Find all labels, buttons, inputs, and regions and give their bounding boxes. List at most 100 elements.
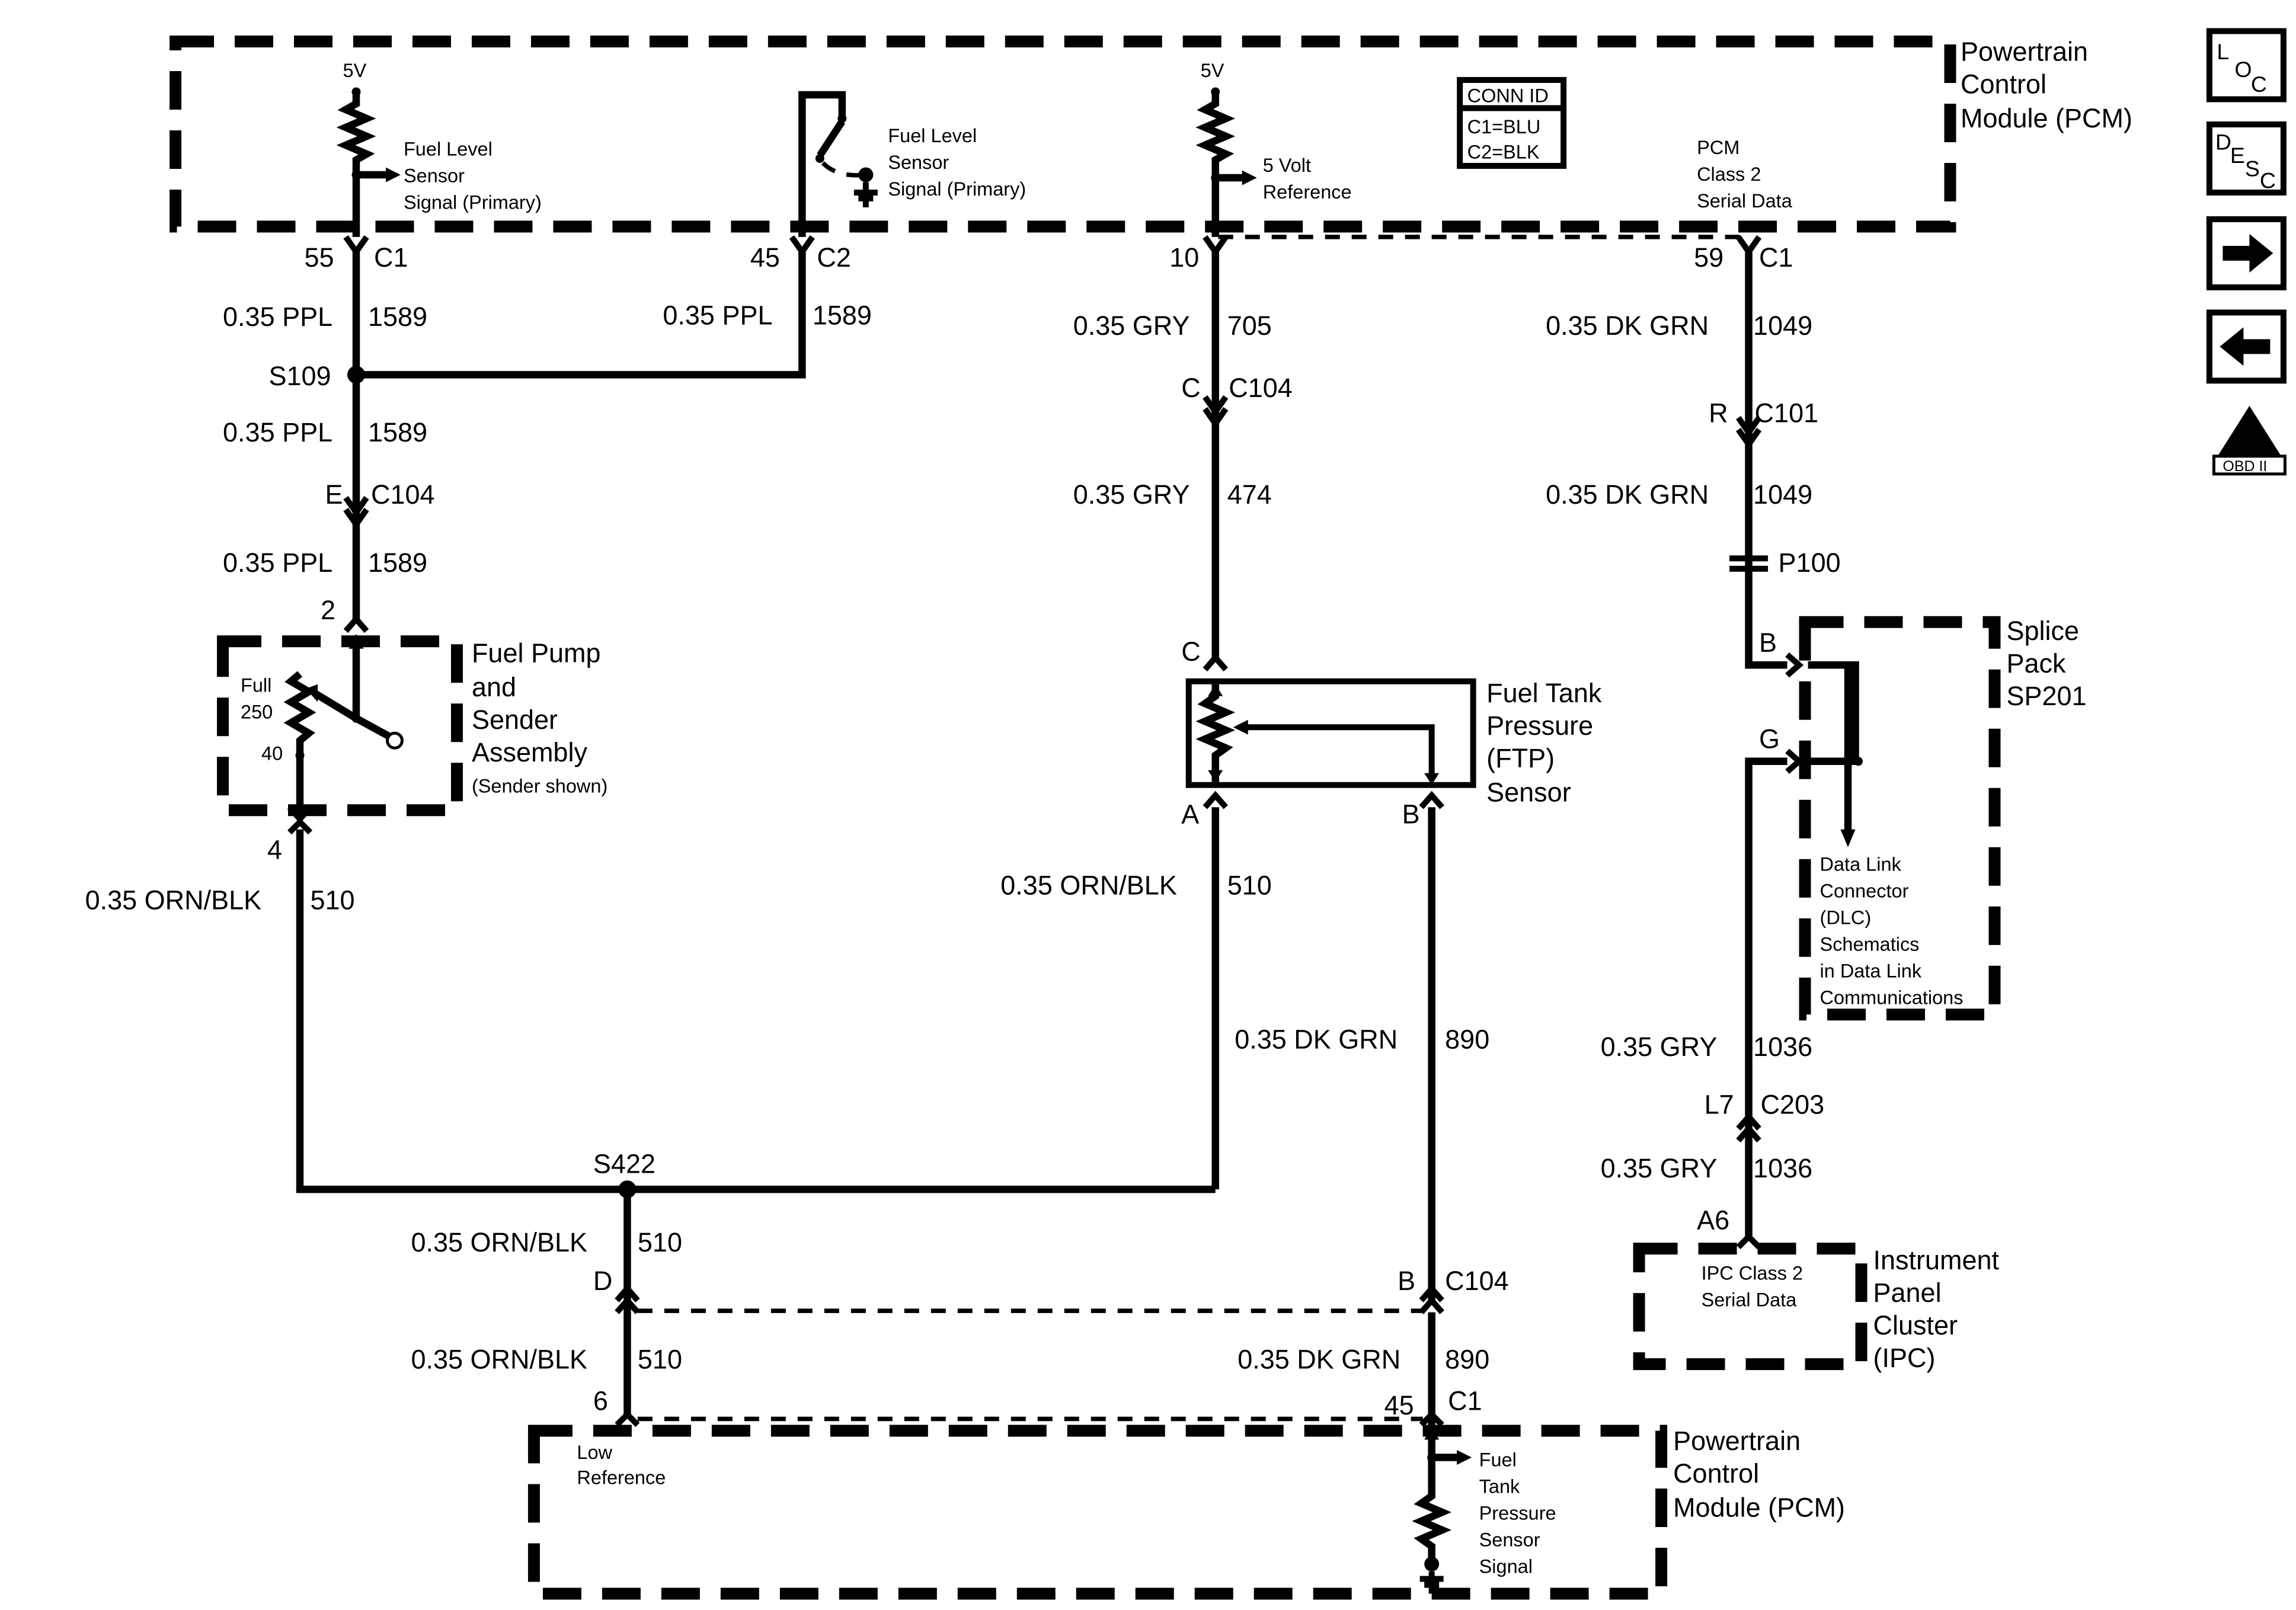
wire-segment xyxy=(1736,1112,1761,1142)
pcm-top-serial-2-label: Serial Data xyxy=(1697,190,1793,212)
previous-page-button[interactable] xyxy=(2206,309,2287,384)
wires-ppl2-label: 0.35 PPL xyxy=(663,300,772,330)
nav-desc-d-label: D xyxy=(2215,129,2231,154)
pcm-top-conn-id-title-label: CONN ID xyxy=(1467,85,1549,106)
obd-ii-icon[interactable]: II OBD II xyxy=(2212,405,2287,476)
pcm-top-fls1-1-label: Sensor xyxy=(404,165,465,186)
wires-ftpB-label: B xyxy=(1402,799,1420,830)
nav-loc-c-label: C xyxy=(2251,72,2267,97)
wires-A6-label: A6 xyxy=(1697,1205,1729,1235)
wire-segment xyxy=(1203,235,1229,257)
arrow-head xyxy=(1457,1450,1472,1465)
wires-pin6-label: 6 xyxy=(593,1386,608,1416)
connection-dot xyxy=(858,167,874,183)
pins-c2-label: C2 xyxy=(817,242,851,273)
components-splice-2-label: SP201 xyxy=(2006,681,2086,711)
components-dlc-4-label: in Data Link xyxy=(1820,961,1922,982)
wires-dkgrn3-label: 0.35 DK GRN xyxy=(1235,1025,1398,1055)
nav-loc-o-label: O xyxy=(2234,57,2252,82)
pcm-bottom-ftps-3-label: Sensor xyxy=(1479,1529,1540,1551)
wires-dkgrn1-label: 0.35 DK GRN xyxy=(1546,311,1709,341)
wires-gry2-label: 0.35 GRY xyxy=(1073,479,1190,510)
wire-segment xyxy=(354,715,391,740)
wire-segment xyxy=(1735,416,1762,450)
component-outline xyxy=(1457,76,1567,169)
wires-ppl1-label: 0.35 PPL xyxy=(223,302,332,332)
pins-c1a-label: C1 xyxy=(374,242,408,273)
wire-segment xyxy=(817,119,846,158)
wires-gry1-label: 0.35 GRY xyxy=(1073,311,1190,341)
wires-n510a-label: 510 xyxy=(311,885,355,916)
description-button[interactable]: D E S C xyxy=(2206,121,2287,196)
pins-p10-label: 10 xyxy=(1169,242,1199,273)
pins-p45-label: 45 xyxy=(750,242,780,273)
wires-s109-label: S109 xyxy=(269,361,331,391)
connection-dot xyxy=(385,731,404,750)
wires-n890a-label: 890 xyxy=(1445,1025,1489,1055)
components-fuel-pump-1-label: and xyxy=(472,672,516,702)
pcm-top-title-1-label: Control xyxy=(1961,69,2046,99)
wires-orn4-label: 0.35 ORN/BLK xyxy=(411,1345,587,1375)
wires-c203-label: C203 xyxy=(1761,1090,1825,1120)
components-splice-1-label: Pack xyxy=(2006,648,2066,678)
components-r250-label: 250 xyxy=(241,701,273,722)
components-full-label: Full xyxy=(241,674,271,696)
connection-dot xyxy=(815,153,824,163)
component-outline xyxy=(1729,555,1769,562)
wires-gry4-label: 0.35 GRY xyxy=(1601,1153,1718,1183)
left-arrow-icon xyxy=(2220,327,2271,366)
wires-n1589d-label: 1589 xyxy=(368,548,427,578)
arrow-head xyxy=(2249,233,2273,273)
next-page-button[interactable] xyxy=(2206,216,2287,290)
wires-s422-label: S422 xyxy=(593,1149,655,1179)
wires-n1589b-label: 1589 xyxy=(813,300,872,330)
components-r40-label: 40 xyxy=(261,742,283,764)
wires-E-label: E xyxy=(325,479,343,510)
components-ftp-2-label: (FTP) xyxy=(1486,743,1555,773)
wires-n705-label: 705 xyxy=(1227,311,1272,341)
nav-desc-c-label: C xyxy=(2260,168,2276,193)
wire-segment xyxy=(798,91,846,237)
nav-loc-l-label: L xyxy=(2217,39,2229,64)
arrow-head xyxy=(1242,170,1257,185)
wire-segment xyxy=(287,818,313,835)
wire-segment xyxy=(1785,652,1804,678)
pull-up-resistor-a xyxy=(336,91,376,237)
conn-id-table: CONN ID C1=BLU C2=BLK xyxy=(1457,76,1567,169)
wire-segment xyxy=(343,495,369,530)
wire-segment xyxy=(615,1410,640,1427)
components-fuel-pump-0-label: Fuel Pump xyxy=(472,638,601,668)
wires-n1589c-label: 1589 xyxy=(368,417,427,447)
wires-c101-label: C101 xyxy=(1755,398,1819,428)
wires-L7-label: L7 xyxy=(1705,1090,1734,1120)
wires-pin4-label: 4 xyxy=(267,835,282,865)
pcm-top-vref-0-label: 5 Volt xyxy=(1263,155,1311,176)
wires-c104a-label: C104 xyxy=(371,479,435,510)
ftp-sensor-box xyxy=(1185,678,1476,788)
p100-inline-connector xyxy=(1729,555,1769,572)
wires-c1c-label: C1 xyxy=(1448,1386,1482,1416)
component-outline xyxy=(1729,565,1769,572)
right-arrow-icon xyxy=(2223,233,2273,273)
wire-segment xyxy=(1745,251,1787,669)
components-dlc-0-label: Data Link xyxy=(1820,854,1902,875)
wires-C-label: C xyxy=(1181,373,1201,403)
connection-dot xyxy=(295,751,305,760)
components-ftp-1-label: Pressure xyxy=(1486,710,1593,741)
pcm-top-serial-0-label: PCM xyxy=(1697,137,1739,158)
arrow-head xyxy=(306,684,318,702)
wires-R-label: R xyxy=(1709,398,1728,428)
5v-label-a: 5V xyxy=(343,60,366,81)
location-button[interactable]: L O C xyxy=(2206,28,2287,103)
wire-segment xyxy=(1203,790,1228,809)
pcm-bottom-title-0-label: Powertrain xyxy=(1673,1426,1801,1456)
pins-p59-label: 59 xyxy=(1694,242,1723,273)
components-dlc-1-label: Connector xyxy=(1820,881,1909,902)
components-ipc-2-label: Cluster xyxy=(1873,1310,1958,1340)
pcm-top-fls1-2-label: Signal (Primary) xyxy=(404,191,542,213)
arrow-head xyxy=(2220,327,2244,366)
5v-label-b: 5V xyxy=(1201,60,1224,81)
component-outline xyxy=(2206,28,2287,103)
wires-n1049a-label: 1049 xyxy=(1753,311,1812,341)
splice-pack-box xyxy=(1799,616,2001,1021)
